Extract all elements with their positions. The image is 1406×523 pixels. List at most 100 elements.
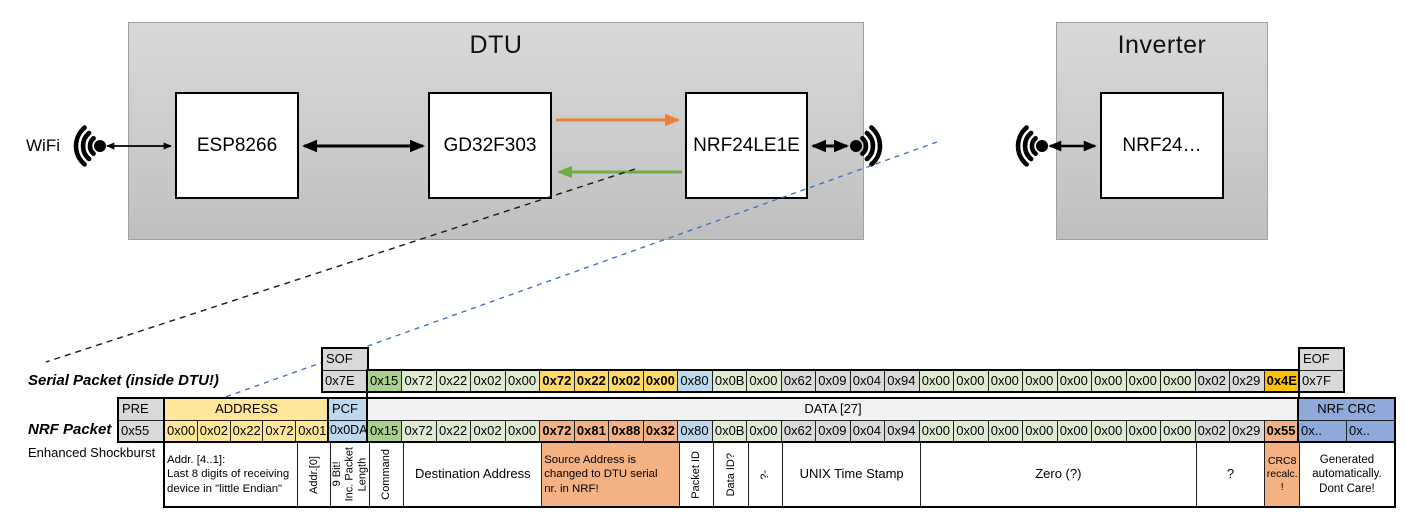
- eof-cell: EOF 0x7F: [1298, 347, 1345, 393]
- byte-cell: 0x00: [1125, 371, 1161, 391]
- byte-cell: 0x00: [1056, 421, 1092, 441]
- byte-cell: 0x00: [1022, 371, 1057, 391]
- byte-cell: 0x00: [953, 371, 988, 391]
- chip-nrf24-inverter: NRF24…: [1100, 92, 1224, 199]
- byte-cell: 0x00: [746, 371, 781, 391]
- pcf-header: PCF: [329, 399, 366, 421]
- byte-cell: 0x29: [1229, 371, 1264, 391]
- annotation-cell: 9 Bit! Inc. Packet Length: [330, 443, 369, 506]
- wifi-label: WiFi: [26, 136, 60, 155]
- pre-value: 0x55: [119, 421, 163, 441]
- inverter-title: Inverter: [1117, 31, 1207, 59]
- annotation-cell: Source Address is changed to DTU serial …: [541, 443, 679, 506]
- annotation-vertical-text: Addr.[0]: [307, 455, 320, 494]
- byte-cell: 0x00: [504, 421, 540, 441]
- byte-cell: 0x62: [780, 421, 816, 441]
- annotation-cell: Command: [369, 443, 404, 506]
- byte-cell: 0x32: [642, 421, 678, 441]
- byte-cell: 0x00: [987, 421, 1023, 441]
- serial-packet-label: Serial Packet (inside DTU!): [28, 372, 219, 389]
- annotation-cell: Generated automatically. Dont Care!: [1298, 443, 1394, 506]
- annotation-cell: CRC8 recalc. !: [1264, 443, 1299, 506]
- sof-value: 0x7E: [323, 371, 367, 391]
- byte-cell: 0x02: [1194, 371, 1230, 391]
- annotation-cell: Packet ID: [678, 443, 714, 506]
- annotation-cell: Data ID?: [713, 443, 748, 506]
- nrf-crc-header: NRF CRC: [1299, 399, 1394, 421]
- byte-cell: 0x02: [470, 371, 505, 391]
- pcf-value: 0x0DA: [329, 421, 366, 441]
- byte-cell: 0x00: [1125, 421, 1161, 441]
- byte-cell: 0x00: [1091, 421, 1126, 441]
- byte-cell: 0x00: [746, 421, 781, 441]
- byte-cell: 0x80: [677, 371, 712, 391]
- byte-cell: 0x88: [608, 421, 643, 441]
- byte-cell: 0x..: [1299, 421, 1346, 441]
- byte-cell: 0x15: [368, 421, 402, 441]
- byte-cell: 0x00: [1022, 421, 1057, 441]
- byte-cell: 0x72: [539, 421, 574, 441]
- byte-cell: 0x01: [295, 421, 328, 441]
- chip-esp8266-label: ESP8266: [196, 134, 278, 156]
- enhanced-shockburst-label: Enhanced Shockburst: [28, 445, 156, 460]
- byte-cell: 0x00: [987, 371, 1023, 391]
- byte-cell: 0x04: [849, 421, 885, 441]
- annotation-vertical-text: Packet ID: [690, 450, 703, 499]
- byte-cell: 0x72: [401, 421, 436, 441]
- pre-cell: PRE 0x55: [117, 397, 165, 443]
- nrf-crc-group: NRF CRC 0x..0x..: [1297, 397, 1396, 443]
- address-header: ADDRESS: [165, 399, 328, 421]
- data-header: DATA [27]: [368, 399, 1298, 421]
- sof-header: SOF: [323, 349, 367, 371]
- dtu-title: DTU: [469, 31, 523, 59]
- annotation-cell: Addr.[0]: [297, 443, 330, 506]
- byte-cell: 0x22: [435, 371, 471, 391]
- byte-cell: 0x94: [884, 421, 919, 441]
- annotation-vertical-text: Data ID?: [724, 452, 737, 497]
- annotation-cell: ?-: [747, 443, 783, 506]
- pcf-cell: PCF 0x0DA: [327, 397, 368, 443]
- eof-value: 0x7F: [1300, 371, 1343, 391]
- byte-cell: 0x02: [608, 371, 643, 391]
- annotation-vertical-text: Command: [380, 449, 393, 500]
- byte-cell: 0x04: [849, 371, 885, 391]
- annotation-cell: Zero (?): [920, 443, 1196, 506]
- eof-header: EOF: [1300, 349, 1343, 371]
- byte-cell: 0x72: [262, 421, 296, 441]
- byte-cell: 0x..: [1346, 421, 1394, 441]
- byte-cell: 0x55: [1263, 421, 1299, 441]
- chip-nrf24le1e-label: NRF24LE1E: [693, 134, 800, 156]
- byte-cell: 0x02: [1194, 421, 1230, 441]
- sof-cell: SOF 0x7E: [321, 347, 369, 393]
- chip-nrf24le1e: NRF24LE1E: [685, 92, 808, 199]
- byte-cell: 0x00: [1160, 371, 1195, 391]
- pre-header: PRE: [119, 399, 163, 421]
- byte-cell: 0x09: [815, 371, 850, 391]
- byte-cell: 0x72: [401, 371, 436, 391]
- byte-cell: 0x0B: [711, 371, 747, 391]
- byte-cell: 0x22: [229, 421, 263, 441]
- byte-cell: 0x00: [642, 371, 678, 391]
- annotation-vertical-text: ?-: [759, 469, 772, 480]
- annotation-cell: ?: [1195, 443, 1265, 506]
- byte-cell: 0x00: [1056, 371, 1092, 391]
- byte-cell: 0x00: [918, 421, 954, 441]
- byte-cell: 0x80: [677, 421, 712, 441]
- byte-cell: 0x00: [504, 371, 540, 391]
- annotation-cell: Addr. [4..1]: Last 8 digits of receiving…: [165, 443, 297, 506]
- byte-cell: 0x4E: [1263, 371, 1299, 391]
- byte-cell: 0x00: [1160, 421, 1195, 441]
- byte-cell: 0x00: [918, 371, 954, 391]
- chip-nrf24-label: NRF24…: [1122, 134, 1202, 156]
- byte-cell: 0x02: [196, 421, 230, 441]
- chip-esp8266: ESP8266: [175, 92, 299, 199]
- annotation-cell: Destination Address: [403, 443, 542, 506]
- byte-cell: 0x29: [1229, 421, 1264, 441]
- byte-cell: 0x00: [1091, 371, 1126, 391]
- wifi-icon-inverter: [1015, 125, 1048, 167]
- annotation-strip: Addr. [4..1]: Last 8 digits of receiving…: [163, 441, 1396, 508]
